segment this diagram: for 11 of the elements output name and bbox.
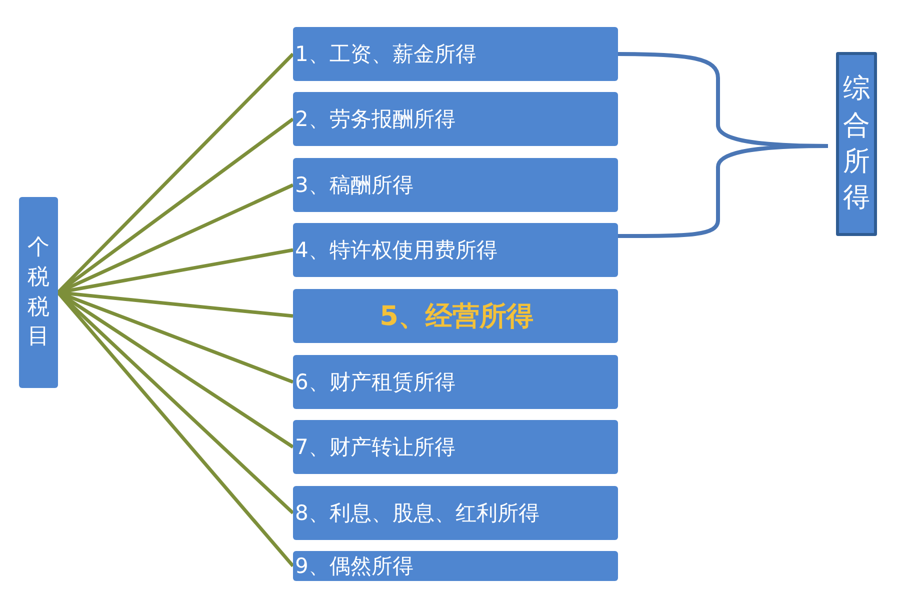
category-box: 个税税目 — [19, 197, 58, 388]
item-box: 8、利息、股息、红利所得 — [293, 486, 618, 540]
item-box: 7、财产转让所得 — [293, 420, 618, 474]
item-box: 6、财产租赁所得 — [293, 355, 618, 409]
item-box: 2、劳务报酬所得 — [293, 92, 618, 146]
item-box: 3、稿酬所得 — [293, 158, 618, 212]
category-box: 综合所得 — [836, 52, 877, 236]
item-box: 1、工资、薪金所得 — [293, 27, 618, 81]
item-box: 5、经营所得 — [293, 289, 618, 343]
item-box: 4、特许权使用费所得 — [293, 223, 618, 277]
item-box: 9、偶然所得 — [293, 551, 618, 581]
